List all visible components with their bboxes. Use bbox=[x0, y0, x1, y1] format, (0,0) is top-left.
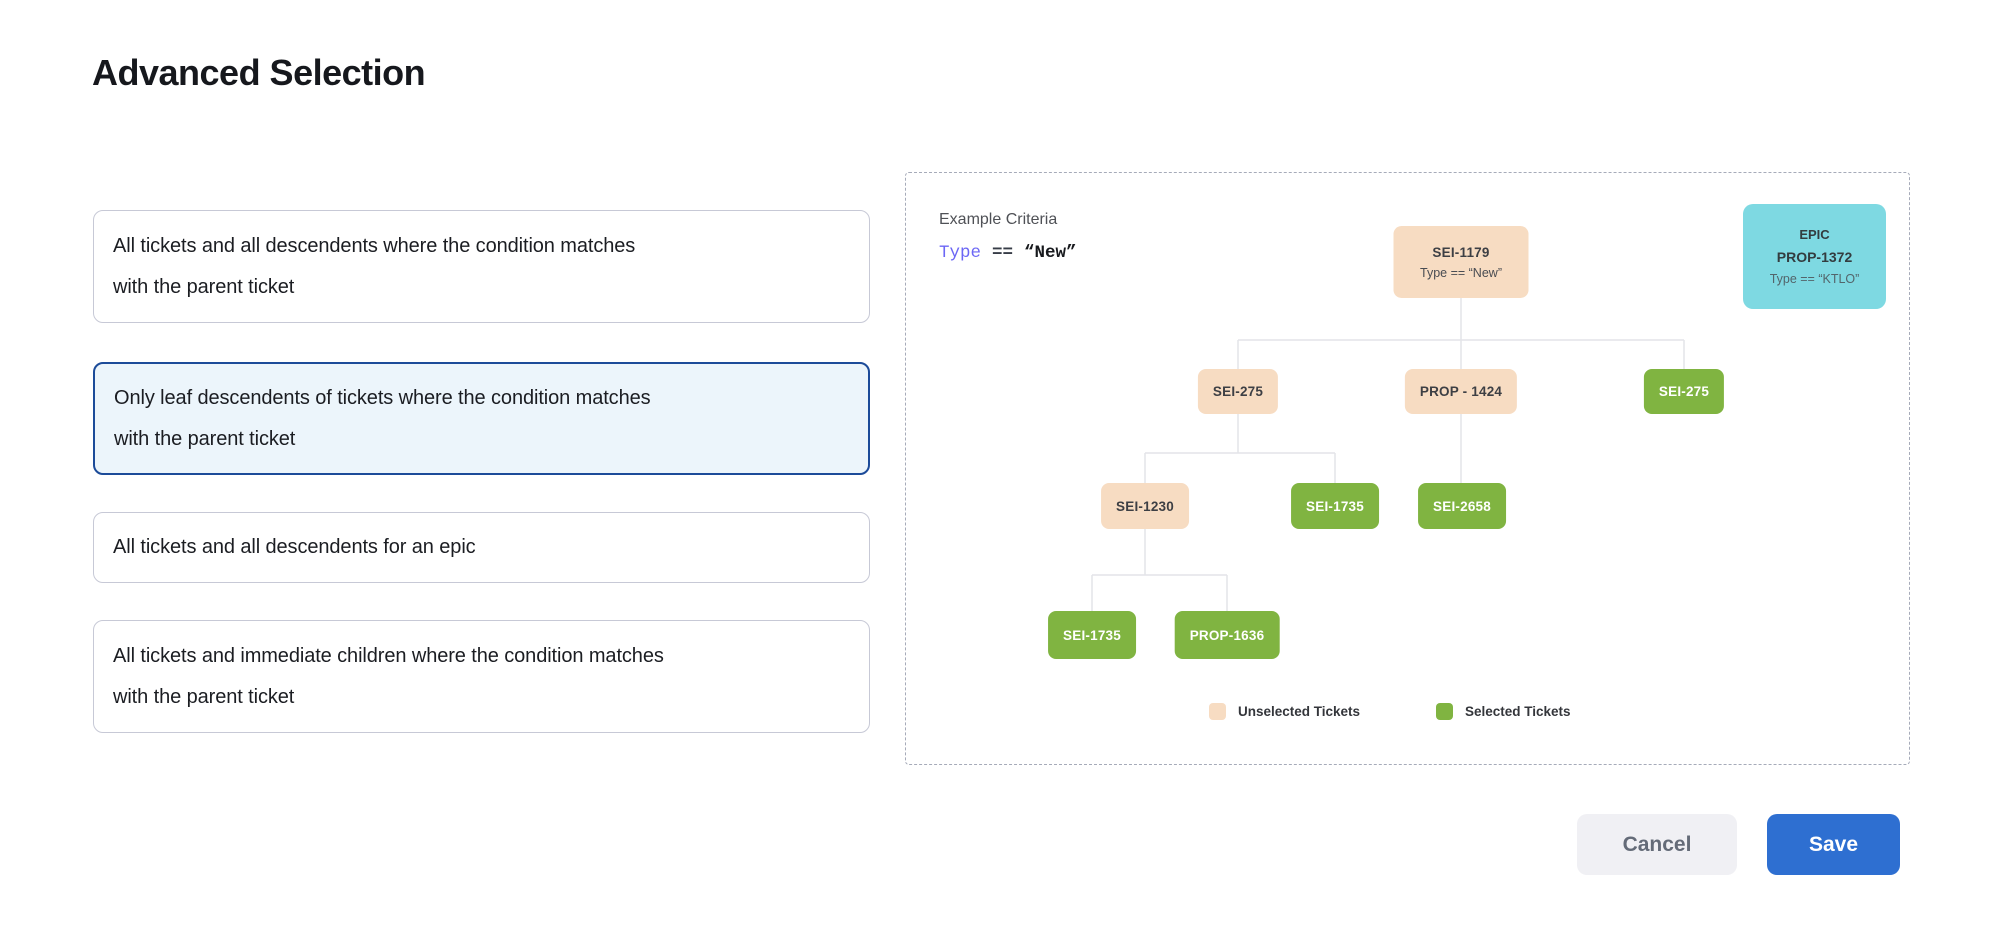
option-label: All tickets and all descendents where th… bbox=[113, 234, 636, 298]
epic-card-id: PROP-1372 bbox=[1776, 249, 1853, 265]
example-criteria-heading: Example Criteria bbox=[939, 211, 1058, 228]
unselected-swatch-icon bbox=[1209, 703, 1226, 720]
option-immediate-children-condition[interactable]: All tickets and immediate children where… bbox=[93, 620, 870, 733]
tree-node-label: SEI-1179 bbox=[1432, 244, 1490, 260]
epic-card: EPIC PROP-1372 Type == “KTLO” bbox=[1743, 204, 1886, 309]
tree-node: SEI-1735 bbox=[1291, 483, 1379, 529]
tree-node: SEI-2658 bbox=[1418, 483, 1506, 529]
epic-card-type: EPIC bbox=[1799, 227, 1830, 242]
legend-label: Selected Tickets bbox=[1465, 704, 1571, 719]
example-preview-panel: Example Criteria Type == “New” EPIC PROP-1… bbox=[905, 172, 1910, 765]
criteria-operator: == bbox=[992, 243, 1014, 263]
tree-node-root: SEI-1179 Type == “New” bbox=[1393, 226, 1529, 298]
option-label: All tickets and immediate children where… bbox=[113, 644, 664, 708]
selected-swatch-icon bbox=[1436, 703, 1453, 720]
cancel-button[interactable]: Cancel bbox=[1577, 814, 1737, 875]
tree-node-criteria: Type == “New” bbox=[1420, 265, 1502, 280]
option-leaf-descendents-condition[interactable]: Only leaf descendents of tickets where t… bbox=[93, 362, 870, 475]
tree-node: SEI-275 bbox=[1197, 369, 1279, 414]
legend-item-unselected: Unselected Tickets bbox=[1209, 703, 1360, 720]
tree-node: SEI-1735 bbox=[1048, 611, 1136, 659]
page-title: Advanced Selection bbox=[92, 52, 426, 93]
epic-card-criteria: Type == “KTLO” bbox=[1769, 272, 1860, 286]
tree-node: SEI-275 bbox=[1643, 369, 1725, 414]
option-all-descendents-epic[interactable]: All tickets and all descendents for an e… bbox=[93, 512, 870, 583]
option-all-descendents-condition[interactable]: All tickets and all descendents where th… bbox=[93, 210, 870, 323]
option-label: All tickets and all descendents for an e… bbox=[113, 536, 476, 558]
legend-item-selected: Selected Tickets bbox=[1436, 703, 1571, 720]
tree-node: SEI-1230 bbox=[1101, 483, 1189, 529]
legend-label: Unselected Tickets bbox=[1238, 704, 1361, 719]
criteria-value: “New” bbox=[1024, 243, 1077, 263]
tree-connector-lines bbox=[1091, 298, 1685, 611]
tree-node: PROP-1636 bbox=[1174, 611, 1280, 659]
criteria-field: Type bbox=[939, 243, 982, 263]
tree-node: PROP - 1424 bbox=[1404, 369, 1518, 414]
option-label: Only leaf descendents of tickets where t… bbox=[114, 386, 651, 450]
save-button[interactable]: Save bbox=[1767, 814, 1900, 875]
example-criteria-expression: Type == “New” bbox=[939, 243, 1077, 263]
